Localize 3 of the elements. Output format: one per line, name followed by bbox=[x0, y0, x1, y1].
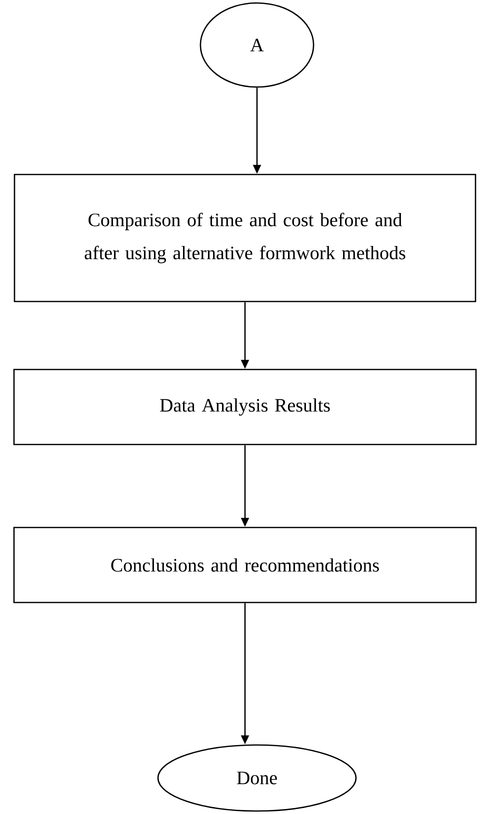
process-box: Comparison of time and cost before and after using alternative formwork methods bbox=[14, 174, 476, 302]
process-box: Data Analysis Results bbox=[13, 368, 477, 446]
process-box: Conclusions and recommendations bbox=[13, 526, 477, 604]
